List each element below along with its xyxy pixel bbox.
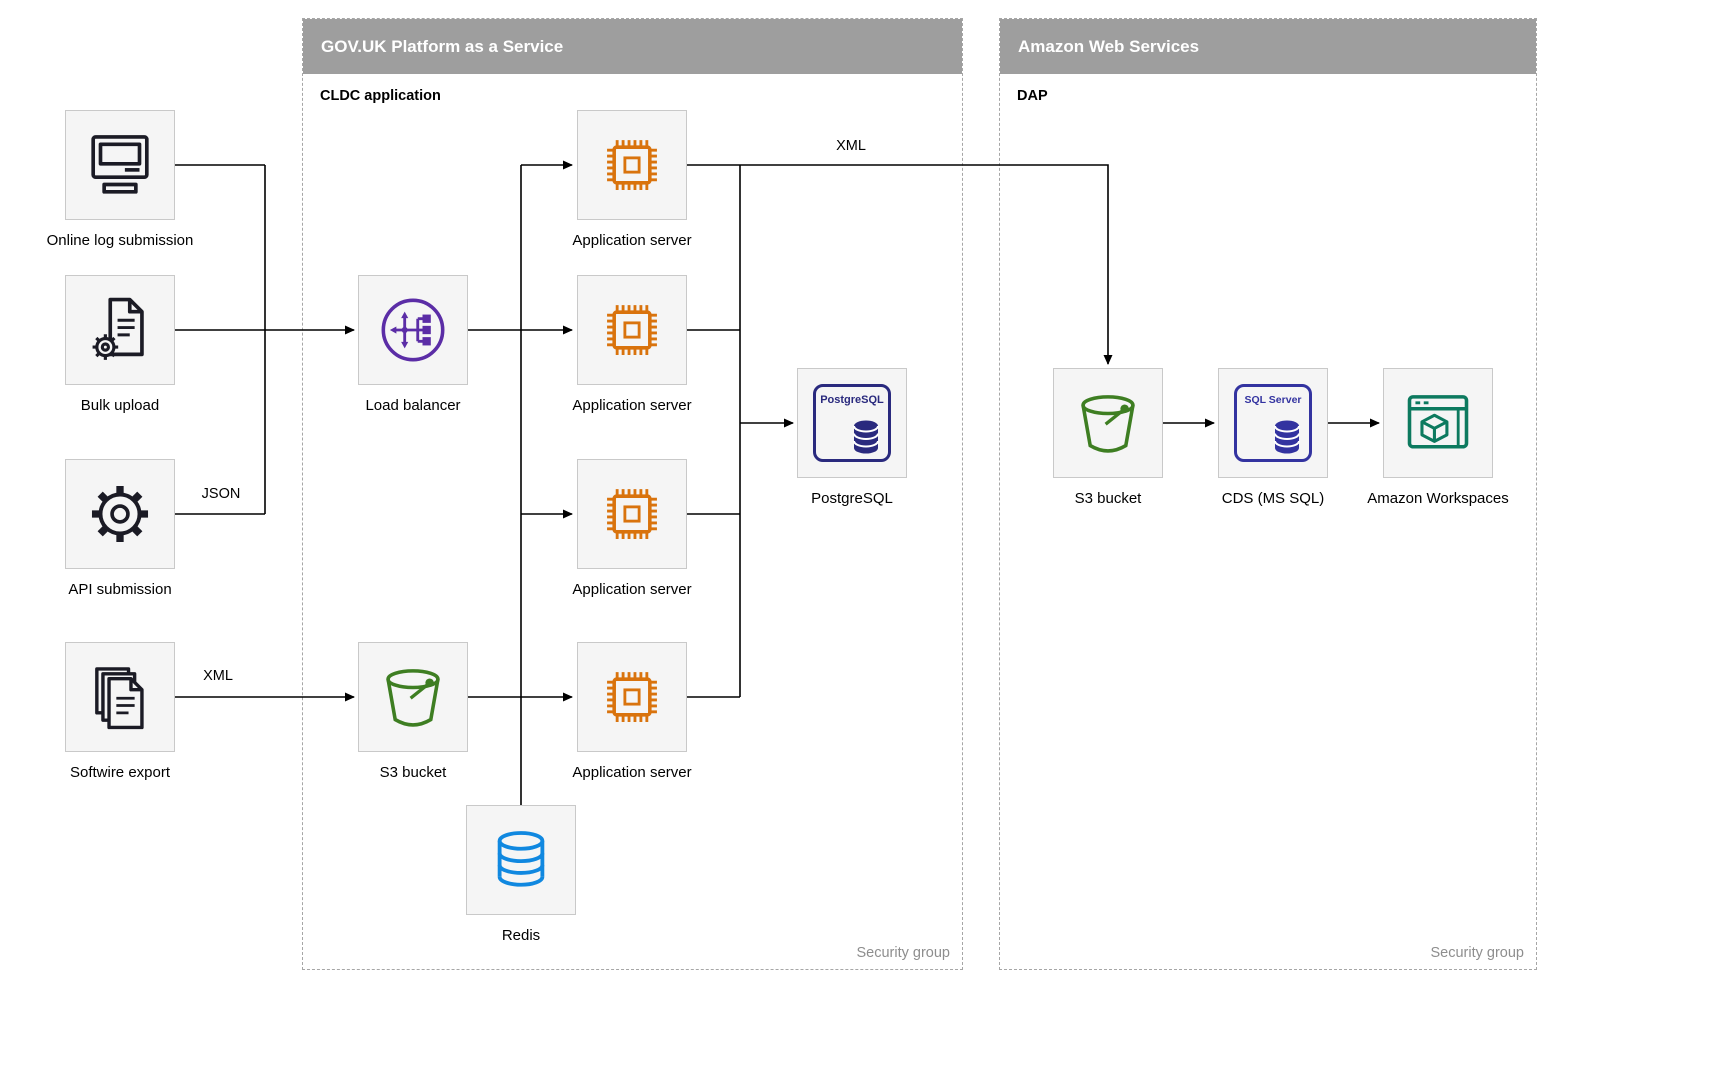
node-label: Amazon Workspaces bbox=[1367, 490, 1509, 507]
node-softwire-export: Softwire export bbox=[65, 642, 175, 781]
database-cylinder-icon bbox=[1274, 420, 1300, 454]
chip-icon bbox=[607, 305, 657, 355]
postgresql-badge: PostgreSQL bbox=[820, 394, 884, 406]
node-s3-bucket-aws: S3 bucket bbox=[1053, 368, 1163, 507]
govuk-paas-container: GOV.UK Platform as a Service CLDC applic… bbox=[302, 18, 963, 970]
application-server-3-box bbox=[577, 459, 687, 569]
node-application-server-1: Application server bbox=[572, 110, 692, 249]
node-label: Bulk upload bbox=[80, 397, 160, 414]
redis-database-icon bbox=[497, 831, 545, 887]
node-application-server-4: Application server bbox=[572, 642, 692, 781]
node-bulk-upload: Bulk upload bbox=[65, 275, 175, 414]
application-server-4-box bbox=[577, 642, 687, 752]
node-label: S3 bucket bbox=[379, 764, 447, 781]
s3-bucket-govuk-box bbox=[358, 642, 468, 752]
govuk-paas-title: GOV.UK Platform as a Service bbox=[321, 36, 564, 56]
aws-header: Amazon Web Services bbox=[1000, 19, 1536, 74]
aws-security-group-label: Security group bbox=[1430, 945, 1525, 961]
node-load-balancer: Load balancer bbox=[358, 275, 468, 414]
sql-server-badge: SQL Server bbox=[1244, 394, 1302, 406]
aws-container: Amazon Web Services DAP Security group bbox=[999, 18, 1537, 970]
node-label: PostgreSQL bbox=[811, 490, 893, 507]
node-api-submission: API submission bbox=[65, 459, 175, 598]
node-application-server-2: Application server bbox=[572, 275, 692, 414]
node-application-server-3: Application server bbox=[572, 459, 692, 598]
s3-bucket-icon bbox=[386, 669, 440, 727]
node-label: API submission bbox=[68, 581, 172, 598]
computer-icon bbox=[91, 135, 149, 194]
node-label: Load balancer bbox=[365, 397, 461, 414]
chip-icon bbox=[607, 489, 657, 539]
node-label: Application server bbox=[572, 764, 692, 781]
node-label: Softwire export bbox=[69, 764, 171, 781]
node-label: Application server bbox=[572, 397, 692, 414]
documents-stack-icon bbox=[95, 667, 144, 730]
govuk-paas-header: GOV.UK Platform as a Service bbox=[303, 19, 962, 74]
edge-label-json: JSON bbox=[201, 486, 241, 502]
cldc-application-label: CLDC application bbox=[320, 88, 441, 104]
application-server-1-box bbox=[577, 110, 687, 220]
chip-icon bbox=[607, 672, 657, 722]
api-submission-box bbox=[65, 459, 175, 569]
cds-ms-sql-box: SQL Server bbox=[1218, 368, 1328, 478]
online-log-submission-box bbox=[65, 110, 175, 220]
chip-icon bbox=[607, 140, 657, 190]
load-balancer-icon bbox=[381, 298, 445, 362]
node-amazon-workspaces: Amazon Workspaces bbox=[1367, 368, 1509, 507]
node-label: Application server bbox=[572, 581, 692, 598]
bulk-upload-box bbox=[65, 275, 175, 385]
node-s3-bucket-govuk: S3 bucket bbox=[358, 642, 468, 781]
edge-label-xml-appserver: XML bbox=[836, 138, 866, 154]
node-cds-ms-sql: SQL Server CDS (MS SQL) bbox=[1218, 368, 1328, 507]
s3-bucket-aws-box bbox=[1053, 368, 1163, 478]
node-label: Application server bbox=[572, 232, 692, 249]
node-label: Online log submission bbox=[46, 232, 194, 249]
sql-server-icon: SQL Server bbox=[1234, 384, 1312, 462]
s3-bucket-icon bbox=[1081, 395, 1135, 453]
gear-icon bbox=[91, 485, 149, 543]
load-balancer-box bbox=[358, 275, 468, 385]
softwire-export-box bbox=[65, 642, 175, 752]
node-online-log-submission: Online log submission bbox=[47, 110, 193, 249]
node-label: Redis bbox=[501, 927, 541, 944]
database-cylinder-icon bbox=[853, 420, 879, 454]
aws-title: Amazon Web Services bbox=[1018, 36, 1200, 56]
postgresql-icon: PostgreSQL bbox=[813, 384, 891, 462]
application-server-2-box bbox=[577, 275, 687, 385]
govuk-security-group-label: Security group bbox=[856, 945, 951, 961]
node-postgresql: PostgreSQL PostgreSQL bbox=[797, 368, 907, 507]
postgresql-box: PostgreSQL bbox=[797, 368, 907, 478]
edge-label-xml-softwire: XML bbox=[203, 668, 233, 684]
amazon-workspaces-box bbox=[1383, 368, 1493, 478]
document-gear-icon bbox=[92, 297, 144, 360]
workspaces-icon bbox=[1407, 395, 1469, 449]
node-label: S3 bucket bbox=[1074, 490, 1142, 507]
dap-label: DAP bbox=[1017, 88, 1048, 104]
node-redis: Redis bbox=[466, 805, 576, 944]
node-label: CDS (MS SQL) bbox=[1221, 490, 1325, 507]
redis-box bbox=[466, 805, 576, 915]
